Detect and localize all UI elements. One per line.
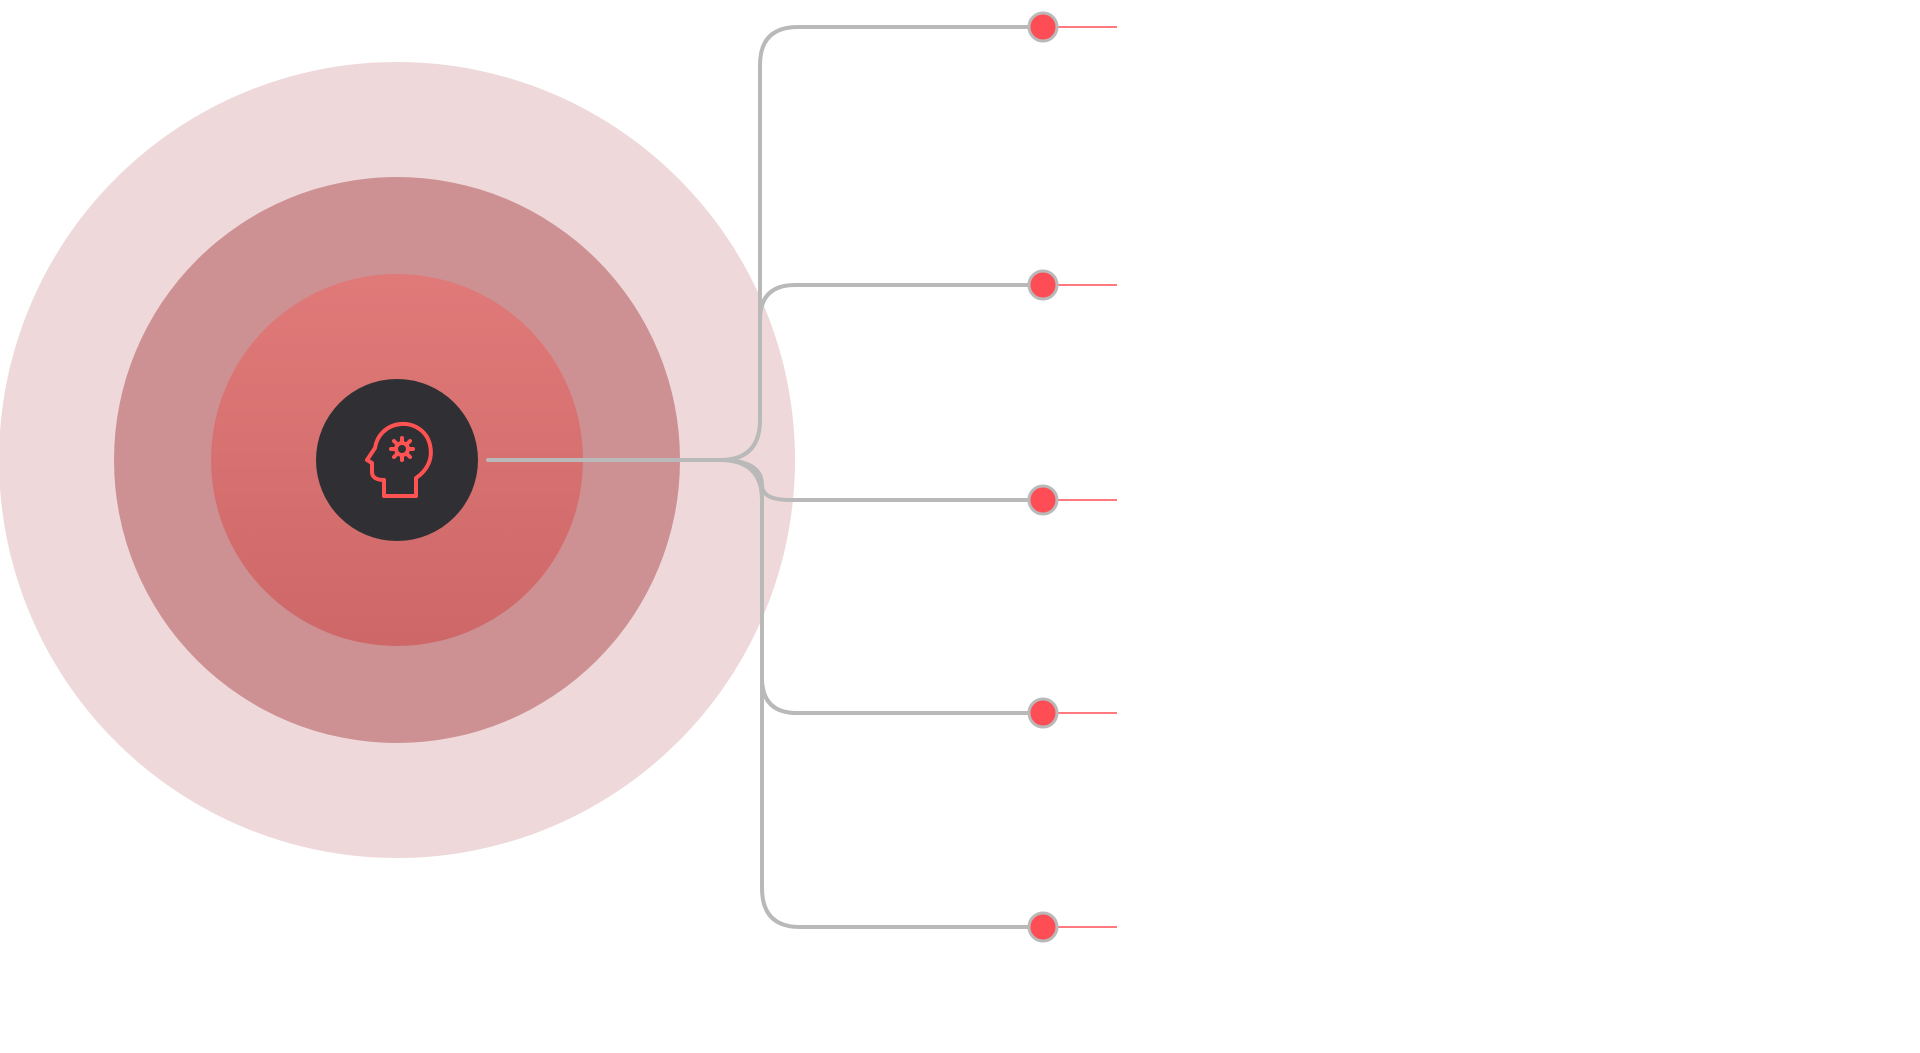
connector-branch-4 (718, 458, 1042, 715)
branch-node-1 (1027, 11, 1117, 43)
branch-nodes (1027, 11, 1117, 943)
branch-node-5 (1027, 911, 1117, 943)
connector-branch-5 (760, 598, 1042, 929)
connector-lines (486, 25, 1042, 929)
branch-node-4 (1027, 697, 1117, 729)
node-dot-5 (1027, 911, 1059, 943)
hub-circle (316, 379, 478, 541)
node-dot-4 (1027, 697, 1059, 729)
head-gear-icon (365, 421, 433, 498)
connector-branch-2 (758, 283, 1042, 322)
node-dot-3 (1027, 484, 1059, 516)
node-dot-2 (1027, 269, 1059, 301)
branch-node-3 (1027, 484, 1117, 516)
connector-branch-1 (718, 25, 1042, 462)
branch-node-2 (1027, 269, 1117, 301)
node-dot-1 (1027, 11, 1059, 43)
